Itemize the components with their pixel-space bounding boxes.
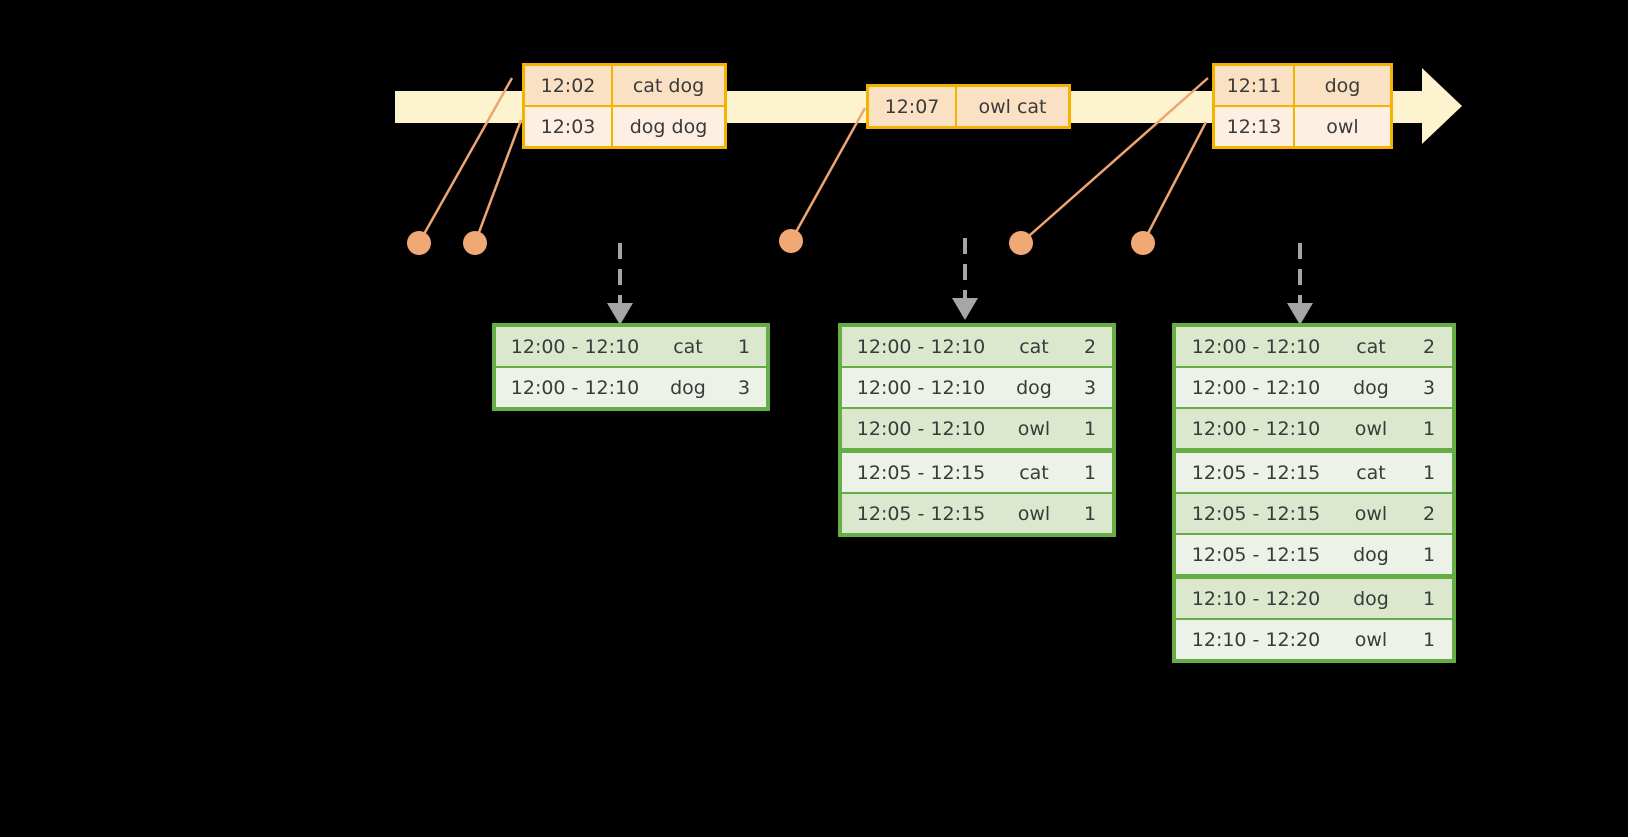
cell-word: dog bbox=[1353, 543, 1389, 566]
cell-word: cat bbox=[1356, 335, 1386, 358]
cell-window: 12:00 - 12:10 bbox=[1191, 335, 1321, 358]
cell-window: 12:00 - 12:10 bbox=[1191, 417, 1321, 440]
event-words: dog bbox=[1324, 74, 1361, 97]
table-row: 12:05 - 12:15 cat 1 bbox=[1176, 453, 1452, 492]
connector-5-line bbox=[1141, 121, 1208, 244]
cell-count: 1 bbox=[1422, 587, 1436, 610]
table-row: 12:05 - 12:15 cat 1 bbox=[842, 453, 1112, 492]
cell-word: owl bbox=[1354, 502, 1388, 525]
event-words: owl cat bbox=[978, 95, 1047, 118]
table-row: 12:05 - 12:15 dog 1 bbox=[1176, 535, 1452, 574]
cell-count: 1 bbox=[737, 335, 751, 358]
cell-count: 1 bbox=[1422, 417, 1436, 440]
cell-count: 3 bbox=[1083, 376, 1097, 399]
event-row: 12:13 owl bbox=[1215, 105, 1390, 146]
event-time: 12:13 bbox=[1215, 107, 1295, 146]
event-words: owl bbox=[1326, 115, 1359, 138]
cell-window: 12:05 - 12:15 bbox=[1191, 543, 1321, 566]
event-box-1: 12:02 cat dog 12:03 dog dog bbox=[522, 63, 727, 149]
cell-word: cat bbox=[1019, 461, 1049, 484]
table-row: 12:00 - 12:10 cat 2 bbox=[1176, 327, 1452, 366]
cell-count: 3 bbox=[737, 376, 751, 399]
cell-window: 12:00 - 12:10 bbox=[510, 335, 640, 358]
result-table-1: 12:00 - 12:10 cat 1 12:00 - 12:10 dog 3 bbox=[492, 323, 770, 411]
table-row: 12:00 - 12:10 dog 3 bbox=[496, 368, 766, 407]
cell-window: 12:10 - 12:20 bbox=[1191, 628, 1321, 651]
cell-count: 2 bbox=[1422, 335, 1436, 358]
cell-window: 12:00 - 12:10 bbox=[856, 417, 986, 440]
event-row: 12:02 cat dog bbox=[525, 66, 724, 105]
table-row: 12:10 - 12:20 owl 1 bbox=[1176, 620, 1452, 659]
drop-arrow-1-head-icon bbox=[607, 303, 633, 325]
event-row: 12:11 dog bbox=[1215, 66, 1390, 105]
cell-window: 12:05 - 12:15 bbox=[856, 502, 986, 525]
cell-word: owl bbox=[1354, 417, 1388, 440]
table-row: 12:00 - 12:10 owl 1 bbox=[842, 409, 1112, 448]
cell-count: 1 bbox=[1083, 417, 1097, 440]
table-row: 12:00 - 12:10 owl 1 bbox=[1176, 409, 1452, 448]
cell-count: 1 bbox=[1083, 461, 1097, 484]
cell-count: 1 bbox=[1422, 543, 1436, 566]
cell-window: 12:00 - 12:10 bbox=[856, 335, 986, 358]
cell-window: 12:05 - 12:15 bbox=[1191, 502, 1321, 525]
connector-2-line bbox=[473, 119, 523, 244]
event-words: cat dog bbox=[632, 74, 705, 97]
connector-4-dot bbox=[1009, 231, 1033, 255]
event-time: 12:07 bbox=[869, 87, 957, 126]
cell-window: 12:05 - 12:15 bbox=[1191, 461, 1321, 484]
cell-word: owl bbox=[1017, 417, 1051, 440]
drop-arrow-2-head-icon bbox=[952, 298, 978, 320]
cell-word: owl bbox=[1017, 502, 1051, 525]
cell-count: 1 bbox=[1422, 461, 1436, 484]
connector-3-dot bbox=[779, 229, 803, 253]
event-box-3: 12:11 dog 12:13 owl bbox=[1212, 63, 1393, 149]
event-box-2: 12:07 owl cat bbox=[866, 84, 1071, 129]
event-time: 12:11 bbox=[1215, 66, 1295, 105]
connector-5-dot bbox=[1131, 231, 1155, 255]
cell-count: 2 bbox=[1422, 502, 1436, 525]
cell-count: 1 bbox=[1083, 502, 1097, 525]
cell-count: 1 bbox=[1422, 628, 1436, 651]
cell-word: owl bbox=[1354, 628, 1388, 651]
event-row: 12:07 owl cat bbox=[869, 87, 1068, 126]
table-row: 12:00 - 12:10 dog 3 bbox=[1176, 368, 1452, 407]
cell-window: 12:00 - 12:10 bbox=[510, 376, 640, 399]
cell-window: 12:10 - 12:20 bbox=[1191, 587, 1321, 610]
event-row: 12:03 dog dog bbox=[525, 105, 724, 146]
event-time: 12:03 bbox=[525, 107, 613, 146]
table-row: 12:00 - 12:10 cat 1 bbox=[496, 327, 766, 366]
table-row: 12:00 - 12:10 cat 2 bbox=[842, 327, 1112, 366]
table-row: 12:05 - 12:15 owl 2 bbox=[1176, 494, 1452, 533]
table-row: 12:05 - 12:15 owl 1 bbox=[842, 494, 1112, 533]
cell-word: dog bbox=[1353, 376, 1389, 399]
cell-word: dog bbox=[1016, 376, 1052, 399]
cell-word: dog bbox=[670, 376, 706, 399]
cell-count: 3 bbox=[1422, 376, 1436, 399]
timeline-arrowhead-icon bbox=[1422, 68, 1462, 144]
cell-word: cat bbox=[673, 335, 703, 358]
event-time: 12:02 bbox=[525, 66, 613, 105]
cell-window: 12:05 - 12:15 bbox=[856, 461, 986, 484]
cell-word: dog bbox=[1353, 587, 1389, 610]
connector-3-line bbox=[789, 107, 867, 242]
connector-1-dot bbox=[407, 231, 431, 255]
event-words: dog dog bbox=[629, 115, 708, 138]
cell-word: cat bbox=[1019, 335, 1049, 358]
cell-window: 12:00 - 12:10 bbox=[856, 376, 986, 399]
drop-arrow-3-head-icon bbox=[1287, 303, 1313, 325]
cell-word: cat bbox=[1356, 461, 1386, 484]
cell-count: 2 bbox=[1083, 335, 1097, 358]
table-row: 12:10 - 12:20 dog 1 bbox=[1176, 579, 1452, 618]
table-row: 12:00 - 12:10 dog 3 bbox=[842, 368, 1112, 407]
connector-2-dot bbox=[463, 231, 487, 255]
cell-window: 12:00 - 12:10 bbox=[1191, 376, 1321, 399]
